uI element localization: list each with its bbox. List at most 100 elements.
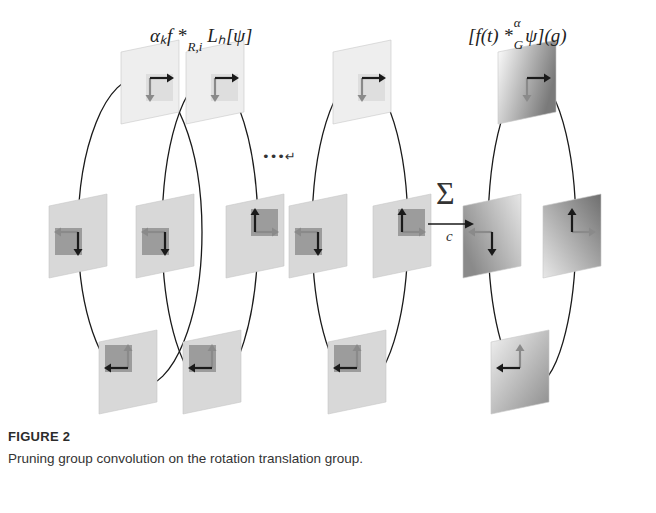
frame-axis <box>77 232 79 249</box>
frame-axis <box>255 231 272 233</box>
formula-term: Lₕ[ψ] <box>207 26 252 47</box>
arrow-head <box>104 364 111 373</box>
arrow-head <box>544 74 551 83</box>
frame-axis <box>148 231 165 233</box>
figure-number: FIGURE 2 <box>8 430 70 444</box>
feature-plane <box>463 194 521 278</box>
formula-term: αₖf * <box>150 26 187 47</box>
figure-caption: Pruning group convolution on the rotatio… <box>8 452 363 467</box>
formula-subscript: G <box>514 38 523 52</box>
filter-patch <box>251 209 278 236</box>
filter-patch <box>398 209 425 236</box>
filter-patch <box>358 74 385 101</box>
arrow-head <box>468 228 475 237</box>
feature-plane <box>491 330 549 414</box>
frame-axis <box>150 77 167 79</box>
arrow-head <box>294 228 301 237</box>
feature-plane <box>373 194 431 278</box>
formula-superscript: α <box>514 16 521 30</box>
formula-subscript: R,i <box>188 40 203 54</box>
arrow-head <box>272 228 279 237</box>
arrow-head <box>523 95 532 102</box>
formula-term: ψ](g) <box>525 26 566 47</box>
feature-plane <box>226 194 284 278</box>
frame-axis <box>362 77 379 79</box>
feature-plane <box>121 40 179 124</box>
frame-axis <box>572 231 589 233</box>
frame-axis <box>475 231 492 233</box>
feature-plane <box>328 330 386 414</box>
arrow-head <box>167 74 174 83</box>
frame-axis <box>211 351 213 368</box>
frame-axis <box>526 78 528 95</box>
frame-axis <box>340 367 357 369</box>
arrow-head <box>74 249 83 256</box>
feature-plane <box>183 330 241 414</box>
arrow-head <box>516 344 525 351</box>
feature-plane <box>289 194 347 278</box>
frame-axis <box>503 367 520 369</box>
filter-patch <box>55 228 82 255</box>
frame-axis <box>254 215 256 232</box>
arrow-head <box>314 249 323 256</box>
frame-axis <box>61 231 78 233</box>
filter-patch <box>189 345 216 372</box>
feature-plane <box>49 194 107 278</box>
arrow-head <box>488 249 497 256</box>
feature-plane <box>136 194 194 278</box>
filter-patch <box>211 74 238 101</box>
frame-axis <box>149 78 151 95</box>
feature-plane <box>498 40 556 124</box>
arrow-head <box>161 249 170 256</box>
feature-plane <box>99 330 157 414</box>
frame-axis <box>195 367 212 369</box>
arrow-head <box>146 95 155 102</box>
arrow-head <box>333 364 340 373</box>
arrow-head <box>353 344 362 351</box>
arrow-head <box>141 228 148 237</box>
arrow-head <box>54 228 61 237</box>
sum-index: c <box>446 228 453 245</box>
frame-axis <box>491 232 493 249</box>
arrow-head <box>211 95 220 102</box>
arrow-head <box>496 364 503 373</box>
sum-symbol: Σ <box>436 176 455 211</box>
feature-plane <box>543 194 601 278</box>
frame-axis <box>214 78 216 95</box>
arrow-head <box>419 228 426 237</box>
formula-term: [f(t) * <box>468 26 513 47</box>
arrow-head <box>589 228 596 237</box>
sum-arrow <box>428 220 474 229</box>
frame-axis <box>164 232 166 249</box>
arrow-head <box>568 208 577 215</box>
filter-patch <box>146 74 173 101</box>
arrow-head <box>232 74 239 83</box>
frame-axis <box>111 367 128 369</box>
arrow-head <box>124 344 133 351</box>
filter-patch <box>295 228 322 255</box>
feature-plane <box>333 40 391 124</box>
frame-axis <box>356 351 358 368</box>
frame-axis <box>527 77 544 79</box>
arrow-head <box>208 344 217 351</box>
feature-plane <box>186 40 244 124</box>
arrow-head <box>188 364 195 373</box>
frame-axis <box>402 231 419 233</box>
frame-axis <box>361 78 363 95</box>
arrow-head <box>251 208 260 215</box>
filter-patch <box>142 228 169 255</box>
frame-axis <box>127 351 129 368</box>
arrow-head <box>358 95 367 102</box>
frame-axis <box>401 215 403 232</box>
frame-axis <box>519 351 521 368</box>
arrow-head <box>379 74 386 83</box>
frame-axis <box>301 231 318 233</box>
ellipsis: •••↵ <box>262 150 296 164</box>
filter-patch <box>334 345 361 372</box>
frame-axis <box>317 232 319 249</box>
frame-axis <box>215 77 232 79</box>
filter-patch <box>105 345 132 372</box>
arrow-head <box>398 208 407 215</box>
frame-axis <box>571 215 573 232</box>
